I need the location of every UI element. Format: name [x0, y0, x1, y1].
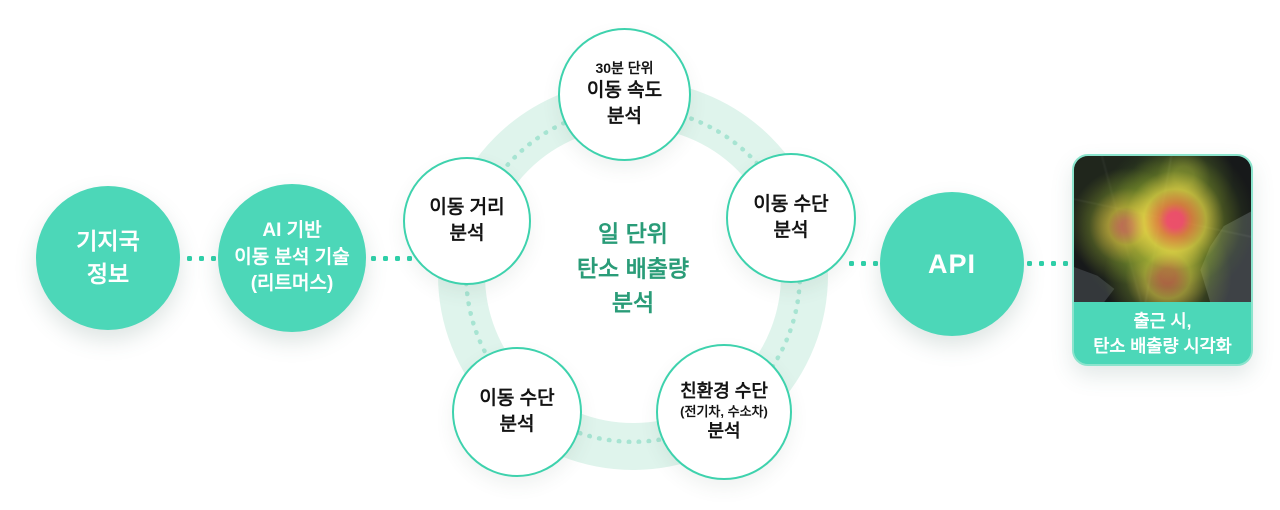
satellite-mode-right-line1: 이동 수단	[753, 194, 829, 216]
satellite-mode-bottom-line2: 분석	[499, 414, 535, 435]
satellite-transport-mode-right: 이동 수단 분석	[726, 153, 856, 283]
satellite-mode-bottom-line1: 이동 수단	[479, 388, 555, 410]
satellite-distance-analysis: 이동 거리 분석	[403, 157, 531, 285]
emission-heatmap-image	[1074, 156, 1251, 302]
node-ai-line1: AI 기반	[262, 219, 322, 241]
satellite-eco-sub: (전기차, 수소차)	[680, 403, 768, 419]
satellite-eco-line2: 분석	[707, 421, 741, 442]
satellite-speed-sub: 30분 단위	[595, 60, 654, 77]
node-api-label: API	[927, 248, 976, 279]
heatmap-caption-line1: 출근 시,	[1133, 311, 1192, 332]
satellite-mode-right-line2: 분석	[773, 220, 809, 241]
connector-dots-4	[1027, 261, 1068, 266]
cycle-center-label: 일 단위 탄소 배출량 분석	[577, 216, 689, 320]
satellite-eco-line1: 친환경 수단	[680, 381, 768, 402]
connector-dots-2	[371, 256, 412, 261]
node-base-station-line2: 정보	[86, 261, 130, 287]
satellite-distance-line1: 이동 거리	[429, 197, 505, 219]
node-api: API	[880, 192, 1024, 336]
satellite-speed-analysis: 30분 단위 이동 속도 분석	[558, 28, 691, 161]
heatmap-heat-blobs	[1074, 156, 1251, 302]
node-base-station-info: 기지국 정보	[36, 186, 180, 330]
heatmap-caption-line2: 탄소 배출량 시각화	[1093, 336, 1232, 356]
node-ai-analysis-tech: AI 기반 이동 분석 기술 (리트머스)	[218, 184, 366, 332]
heatmap-caption: 출근 시, 탄소 배출량 시각화	[1074, 302, 1251, 364]
satellite-distance-line2: 분석	[449, 223, 485, 244]
satellite-speed-line1: 이동 속도	[586, 80, 663, 102]
satellite-transport-mode-bottom: 이동 수단 분석	[452, 347, 582, 477]
result-visualization-card: 출근 시, 탄소 배출량 시각화	[1072, 154, 1253, 366]
cycle-center-line1: 일 단위	[598, 220, 668, 247]
cycle-center-line3: 분석	[611, 289, 655, 316]
satellite-eco-transport-analysis: 친환경 수단 (전기차, 수소차) 분석	[656, 344, 792, 480]
cycle-center-line2: 탄소 배출량	[576, 254, 690, 281]
satellite-speed-line2: 분석	[607, 105, 642, 127]
node-ai-line2: 이동 분석 기술	[234, 246, 350, 268]
node-ai-line3: (리트머스)	[250, 273, 334, 295]
node-base-station-line1: 기지국	[76, 227, 140, 254]
connector-dots-1	[187, 256, 216, 261]
